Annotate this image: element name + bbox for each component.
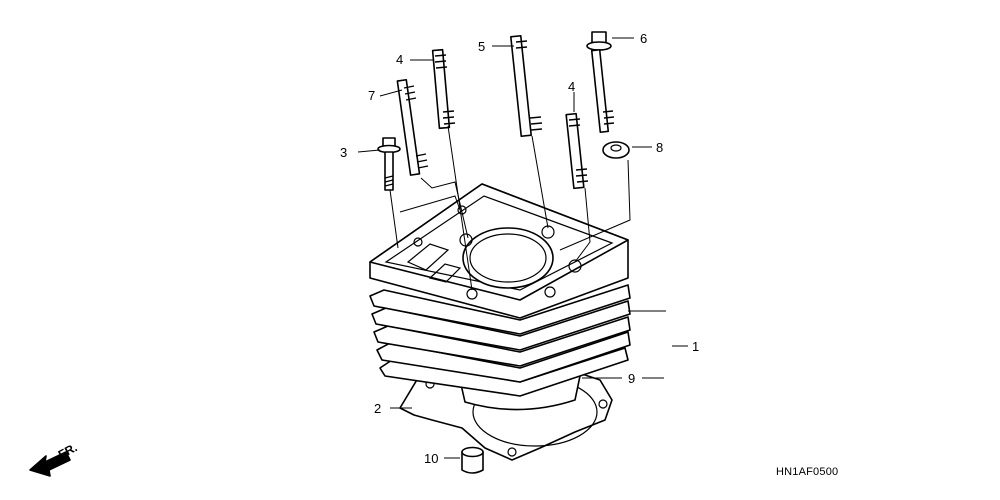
callout-2[interactable]: 2 [374, 401, 382, 416]
callout-7[interactable]: 7 [368, 88, 376, 103]
callout-1[interactable]: 1 [692, 339, 700, 354]
assembly-guide-lines [389, 125, 631, 291]
callout-8[interactable]: 8 [656, 140, 664, 155]
stud-bolt-5[interactable] [510, 34, 543, 138]
stud-bolt-4-right[interactable] [565, 112, 589, 190]
callout-6[interactable]: 6 [640, 31, 648, 46]
diagram-code: HN1AF0500 [776, 466, 839, 478]
front-direction-arrow-icon [29, 451, 71, 477]
cylinder-block[interactable] [369, 183, 631, 411]
dowel-pin[interactable] [461, 446, 484, 474]
stud-bolt-7[interactable] [396, 78, 429, 176]
callout-leaders [357, 37, 688, 459]
sealing-washer[interactable] [602, 141, 630, 159]
callout-9[interactable]: 9 [628, 371, 636, 386]
callout-5[interactable]: 5 [478, 39, 486, 54]
flange-bolt-3[interactable] [377, 137, 401, 191]
callout-4-right[interactable]: 4 [568, 79, 576, 94]
callout-4-left[interactable]: 4 [396, 52, 404, 67]
callout-3[interactable]: 3 [340, 145, 348, 160]
flange-bolt-6[interactable] [586, 31, 615, 133]
callout-10[interactable]: 10 [424, 451, 439, 466]
stud-bolt-4-left[interactable] [431, 48, 456, 130]
